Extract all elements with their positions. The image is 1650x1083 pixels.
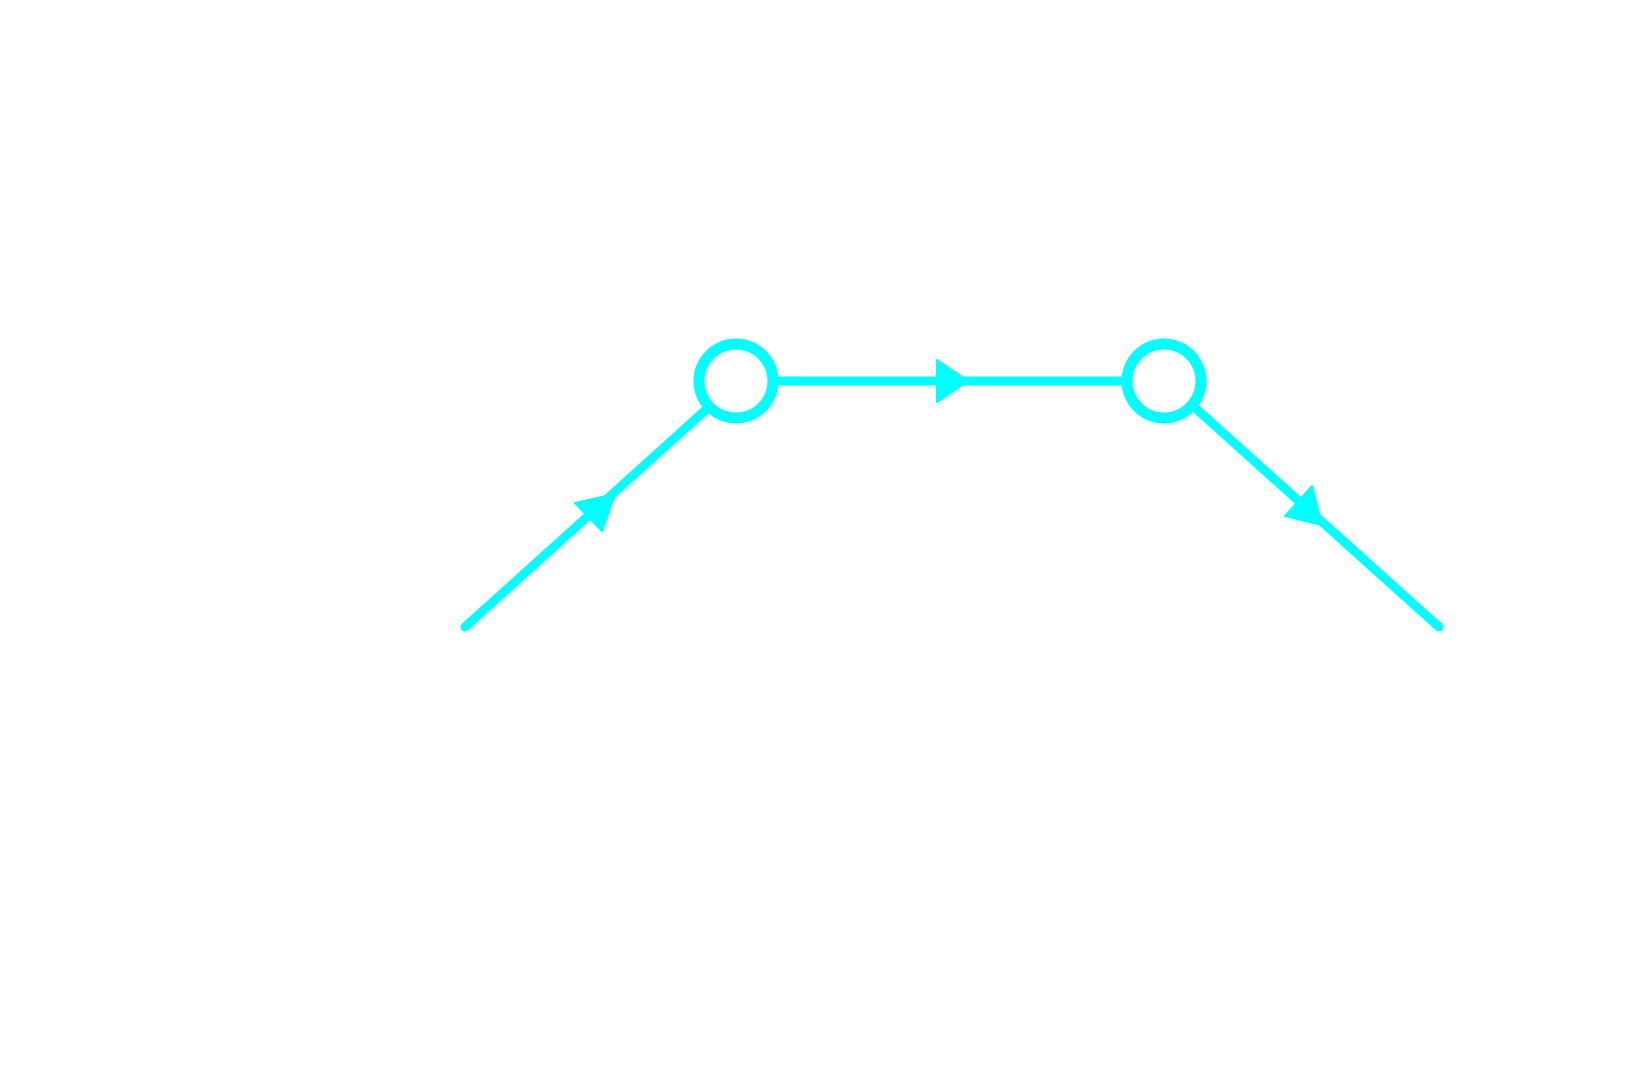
- edge-middle-arrow-icon: [936, 359, 969, 403]
- edge-outgoing-arrow-icon: [1284, 485, 1323, 526]
- node-left-circle: [693, 338, 779, 424]
- node-right-circle: [1121, 338, 1207, 424]
- edge-incoming-arrow-icon: [574, 493, 616, 532]
